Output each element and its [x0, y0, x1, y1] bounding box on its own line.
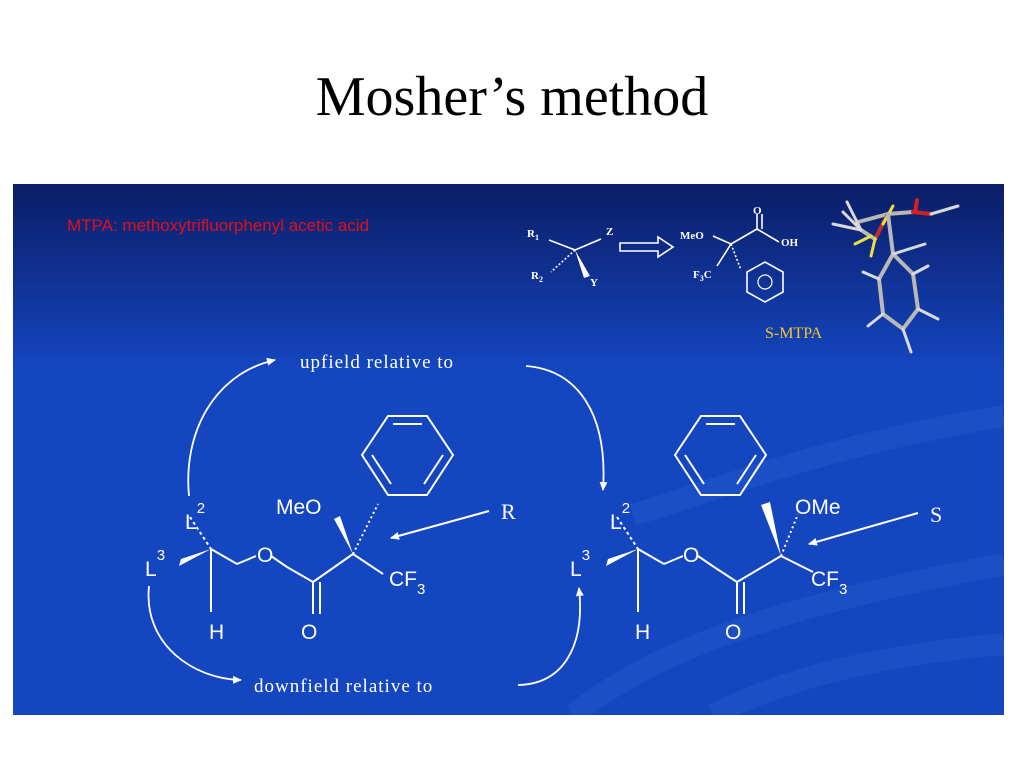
slide-title: Mosher’s method	[315, 66, 709, 128]
right-config-label: S	[930, 502, 942, 527]
right-l3-label: L	[570, 558, 582, 581]
left-meo-label: MeO	[276, 496, 322, 519]
left-cf3-label: CF	[389, 568, 417, 591]
svg-text:L2: L2	[610, 500, 630, 534]
right-l2-superscript: 2	[622, 500, 630, 517]
right-cf3-subscript: 3	[839, 581, 847, 598]
svg-text:F3C: F3C	[693, 269, 712, 283]
left-mtpa-ester	[179, 415, 455, 614]
left-h-label: H	[209, 621, 224, 644]
panel-background	[13, 184, 1004, 715]
r1-label: R	[527, 228, 536, 240]
mtpa-cf3-c: C	[704, 269, 712, 281]
r2-label: R	[531, 270, 540, 282]
mtpa-caption: MTPA: methoxytrifluorphenyl acetic acid	[67, 216, 369, 235]
svg-text:L3: L3	[570, 547, 590, 581]
r1-subscript: 1	[535, 233, 539, 242]
z-label: Z	[606, 226, 613, 238]
left-ester-o: O	[257, 544, 273, 567]
r2-subscript: 2	[539, 275, 543, 284]
left-config-arrow	[390, 510, 490, 540]
diagram-panel: MTPA: methoxytrifluorphenyl acetic acid …	[13, 184, 1004, 715]
generic-carbinol: R1 Z R2 Y	[527, 226, 613, 289]
right-config-arrow	[808, 512, 919, 546]
upfield-arrow-right	[525, 365, 608, 491]
right-h-label: H	[635, 621, 650, 644]
left-l2-label: L	[185, 511, 197, 534]
left-cf3-subscript: 3	[417, 581, 425, 598]
background-swooshes	[566, 405, 1004, 715]
ball-and-stick-model-icon	[831, 198, 960, 354]
downfield-label: downfield relative to	[254, 676, 433, 697]
right-l3-superscript: 3	[582, 547, 590, 564]
right-l2-label: L	[610, 511, 622, 534]
right-ester-o: O	[683, 544, 699, 567]
right-ome-label: OMe	[795, 496, 841, 519]
downfield-arrow-right	[517, 587, 584, 686]
retrosynthesis-arrow-icon	[619, 235, 675, 259]
y-label: Y	[590, 277, 598, 289]
svg-text:CF3: CF3	[389, 568, 425, 598]
left-l2-superscript: 2	[197, 500, 205, 517]
mtpa-oh: OH	[781, 237, 799, 249]
svg-text:R1: R1	[527, 228, 539, 242]
svg-text:R2: R2	[531, 270, 543, 284]
s-mtpa-structure: O OH MeO F3C	[680, 205, 799, 303]
left-config-label: R	[501, 499, 516, 524]
mtpa-meo: MeO	[680, 230, 704, 242]
left-l3-label: L	[145, 558, 157, 581]
svg-text:L3: L3	[145, 547, 165, 581]
right-carbonyl-o: O	[725, 621, 741, 644]
right-cf3-label: CF	[811, 568, 839, 591]
mtpa-cf3-f: F	[693, 269, 700, 281]
right-mtpa-ester	[606, 415, 814, 614]
svg-text:L2: L2	[185, 500, 205, 534]
left-carbonyl-o: O	[301, 621, 317, 644]
s-mtpa-label: S-MTPA	[765, 325, 823, 342]
svg-text:CF3: CF3	[811, 568, 847, 598]
upfield-arrow-left	[187, 357, 276, 497]
upfield-label: upfield relative to	[300, 352, 454, 373]
downfield-arrow-left	[147, 585, 242, 684]
mtpa-cf3-sub: 3	[700, 274, 704, 283]
mtpa-carbonyl-o: O	[753, 205, 762, 217]
left-l3-superscript: 3	[157, 547, 165, 564]
